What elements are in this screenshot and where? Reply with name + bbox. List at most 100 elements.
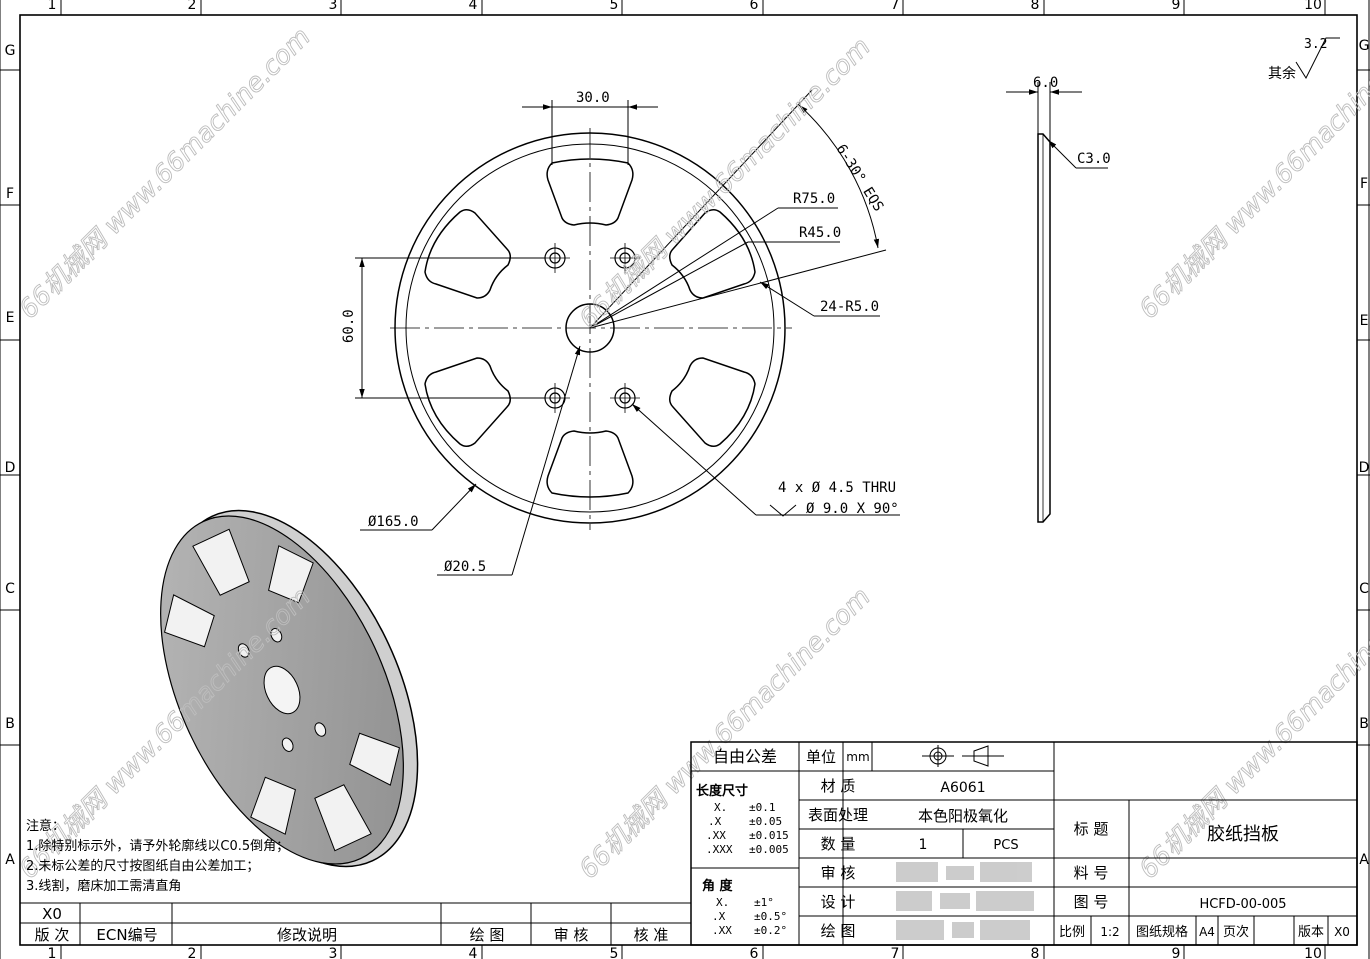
rev-header-reviewed: 审 核 (554, 926, 589, 944)
dim-hole-spacing: 60.0 (341, 309, 357, 343)
col-label-bottom-8: 8 (1031, 946, 1040, 959)
notes: 注意： 1.除特别标示外，请予外轮廓线以C0.5倒角； 2.未标公差的尺寸按图纸… (26, 818, 289, 894)
format-label: 图纸规格 (1136, 924, 1188, 940)
col-label-bottom-3: 3 (329, 946, 338, 959)
review-label: 审 核 (821, 864, 856, 882)
watermark-1: 66机械网 www.66machine.com (14, 22, 317, 325)
col-label-top-6: 6 (750, 0, 759, 13)
col-label-top-1: 1 (48, 0, 57, 13)
col-label-bottom-5: 5 (610, 946, 619, 959)
row-label-left-C: C (5, 581, 15, 597)
row-label-right-E: E (1360, 313, 1369, 329)
title-block-text: 自由公差 长度尺寸 X. ±0.1 .X ±0.05 .XX ±0.015 .X… (696, 747, 1350, 940)
dim-thickness: 6.0 (1033, 75, 1058, 91)
revision-table (20, 902, 691, 945)
length-tol-v-4: ±0.005 (749, 843, 789, 856)
col-label-bottom-9: 9 (1172, 946, 1181, 959)
material-value: A6061 (940, 780, 985, 796)
quantity-value: 1 (919, 837, 928, 853)
row-label-left-A: A (5, 852, 15, 868)
row-label-left-F: F (6, 186, 14, 202)
row-label-right-F: F (1360, 176, 1368, 192)
row-label-left-B: B (5, 716, 15, 732)
hole-callout-line1: 4 x Ø 4.5 THRU (778, 480, 896, 496)
length-tol-k-2: .X (708, 815, 722, 828)
col-label-top-8: 8 (1031, 0, 1040, 13)
window-bottom-left (424, 357, 511, 447)
row-label-left-D: D (5, 460, 16, 476)
dim-bore-diameter: Ø20.5 (444, 559, 486, 575)
front-view (390, 128, 792, 530)
side-profile (1037, 133, 1051, 523)
row-label-right-A: A (1359, 852, 1369, 868)
title-label: 标 题 (1074, 820, 1109, 838)
angle-tol-v-3: ±0.2° (754, 924, 787, 937)
note-line-2: 2.未标公差的尺寸按图纸自由公差加工； (26, 858, 259, 874)
col-label-top-3: 3 (329, 0, 338, 13)
roughness-prefix: 其余 (1268, 65, 1296, 82)
rev-header-ecn: ECN编号 (96, 926, 157, 944)
notes-title: 注意： (26, 818, 65, 834)
note-line-3: 3.线割，磨床加工需清直角 (26, 878, 181, 894)
redacted-signatures (896, 862, 1034, 940)
dim-pattern-eqs: 6-30° EQS (833, 142, 887, 215)
format-value: A4 (1199, 925, 1215, 939)
watermark-3: 66机械网 www.66machine.com (1134, 22, 1370, 325)
title-block (690, 741, 1358, 946)
rev-header-description: 修改说明 (277, 926, 337, 944)
row-label-left-E: E (6, 310, 15, 326)
col-label-top-2: 2 (188, 0, 197, 13)
row-label-right-C: C (1359, 581, 1369, 597)
revision-value: X0 (42, 905, 62, 923)
length-tol-v-3: ±0.015 (749, 829, 789, 842)
length-tol-k-3: .XX (706, 829, 726, 842)
surface-value: 本色阳极氧化 (918, 807, 1008, 825)
iso-bore (263, 665, 301, 715)
col-label-top-5: 5 (610, 0, 619, 13)
length-tol-k-1: X. (714, 801, 727, 814)
side-view (1006, 82, 1108, 523)
scale-value: 1:2 (1100, 925, 1119, 939)
side-view-dim-text: 6.0 C3.0 (1033, 75, 1111, 167)
angle-tolerance-label: 角 度 (702, 878, 734, 894)
dwgno-label: 图 号 (1074, 893, 1109, 911)
projection-symbol (922, 745, 1004, 767)
col-label-top-10: 10 (1304, 0, 1322, 13)
revision-table-text: X0 版 次 ECN编号 修改说明 绘 图 审 核 核 准 (35, 905, 669, 944)
quantity-label: 数 量 (821, 835, 856, 853)
dim-outer-diameter: Ø165.0 (368, 514, 419, 530)
scale-label: 比例 (1059, 925, 1085, 940)
title-value: 胶纸挡板 (1207, 824, 1279, 845)
dim-chamfer: C3.0 (1077, 151, 1111, 167)
angle-tol-v-1: ±1° (754, 896, 774, 909)
rev-header-approved: 核 准 (634, 926, 669, 944)
roughness-value: 3.2 (1304, 37, 1327, 52)
row-label-right-D: D (1359, 460, 1370, 476)
dwgno-value: HCFD-00-005 (1199, 897, 1286, 912)
front-view-dimensions (355, 89, 900, 576)
page-label: 页次 (1223, 924, 1249, 940)
free-tolerance-label: 自由公差 (713, 747, 777, 766)
partno-label: 料 号 (1074, 864, 1109, 882)
dim-slot-width: 30.0 (576, 90, 610, 106)
length-tol-v-1: ±0.1 (749, 801, 776, 814)
unit-label: 单位 (806, 748, 836, 766)
row-label-right-B: B (1359, 716, 1369, 732)
quantity-unit: PCS (993, 838, 1018, 853)
dim-r75: R75.0 (793, 191, 835, 207)
row-label-right-G: G (1359, 38, 1370, 54)
length-tolerance-label: 长度尺寸 (696, 783, 748, 799)
angle-tol-k-3: .XX (712, 924, 732, 937)
roughness-symbol: 3.2 其余 (1268, 37, 1340, 82)
note-line-1: 1.除特别标示外，请予外轮廓线以C0.5倒角； (26, 838, 289, 854)
col-label-bottom-6: 6 (750, 946, 759, 959)
row-label-left-G: G (5, 43, 16, 59)
front-view-dim-text: 30.0 60.0 6-30° EQS R75.0 R45.0 24-R5.0 … (341, 90, 899, 575)
angle-tol-k-2: .X (712, 910, 726, 923)
col-label-bottom-7: 7 (891, 946, 900, 959)
window-top-left (424, 209, 511, 299)
watermark-2: 66机械网 www.66machine.com (574, 32, 877, 335)
angle-tol-k-1: X. (716, 896, 729, 909)
